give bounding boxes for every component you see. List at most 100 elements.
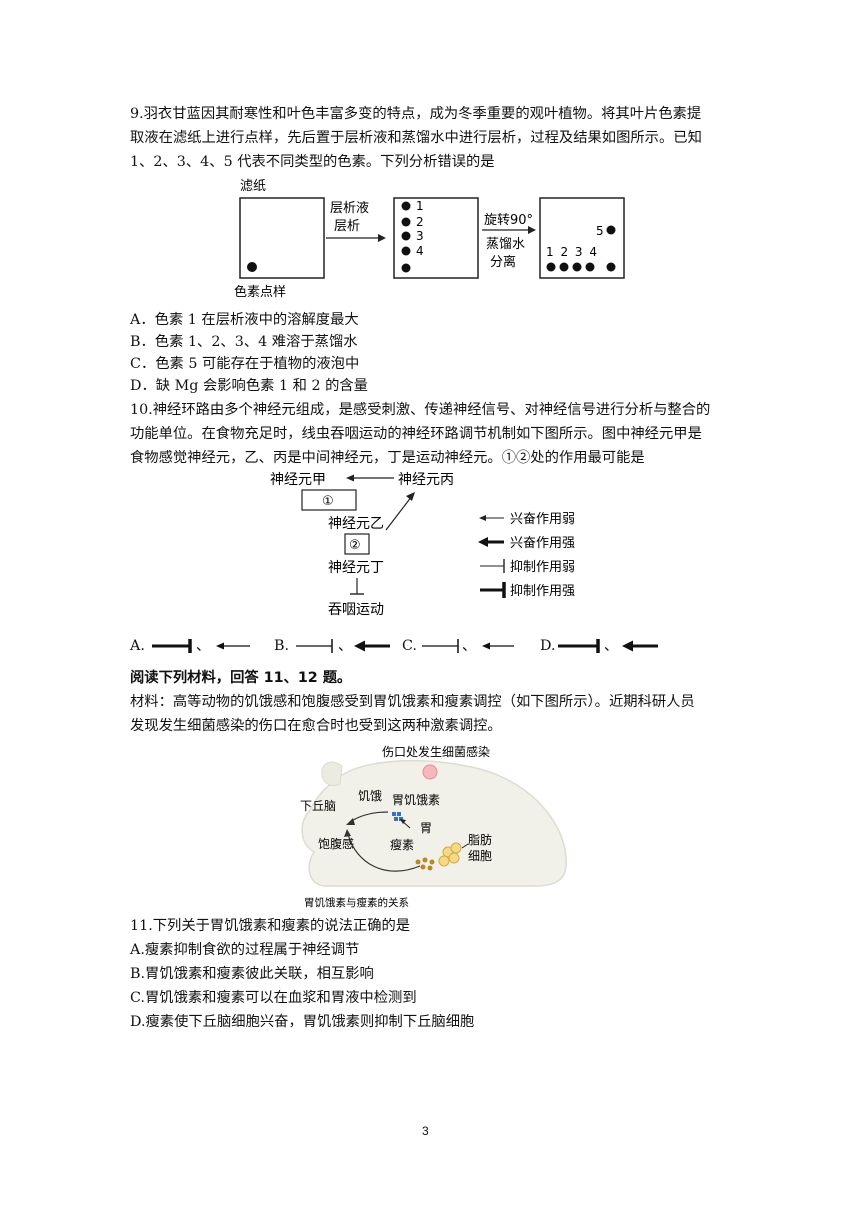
q10-line-3: 食物感觉神经元，乙、丙是中间神经元，丁是运动神经元。①②处的作用最可能是 <box>130 450 645 466</box>
q10-option-d-sep: 、 <box>604 638 619 654</box>
legend-weak-excite-label: 兴奋作用弱 <box>510 512 575 527</box>
band-4 <box>401 246 411 256</box>
band-3-label: 3 <box>416 229 424 243</box>
box-2-label: ② <box>349 538 361 553</box>
bottom-spot-5 <box>606 262 616 272</box>
stomach-label: 胃 <box>420 821 432 835</box>
neuron-a-label: 神经元甲 <box>270 472 326 488</box>
filter-paper-1 <box>239 197 325 279</box>
b-to-c-arrowhead <box>406 492 415 501</box>
q11-option-d[interactable]: D.瘦素使下丘脑细胞兴奋，胃饥饿素则抑制下丘脑细胞 <box>130 1014 475 1030</box>
infection-label: 伤口处发生细菌感染 <box>382 744 490 759</box>
reading-line-1: 材料：高等动物的饥饿感和饱腹感受到胃饥饿素和瘦素调控（如下图所示）。近期科研人员 <box>130 694 695 710</box>
hypothalamus-label: 下丘脑 <box>300 799 336 813</box>
reading-title: 阅读下列材料，回答 11、12 题。 <box>130 670 352 686</box>
step2-label-1: 旋转90° <box>484 213 533 228</box>
hunger-label: 饥饿 <box>358 789 382 803</box>
q9-line-2: 取液在滤纸上进行点样，先后置于层析液和蒸馏水中进行层析，过程及结果如图所示。已知 <box>130 130 702 146</box>
hunger-arrowhead <box>346 818 355 825</box>
box-1 <box>301 489 357 511</box>
q11-option-c[interactable]: C.胃饥饿素和瘦素可以在血浆和胃液中检测到 <box>130 990 417 1006</box>
q9-option-d[interactable]: D．缺 Mg 会影响色素 1 和 2 的含量 <box>130 378 368 394</box>
satiety-label: 饱腹感 <box>318 836 354 851</box>
band-1-label: 1 <box>416 199 424 213</box>
band-2 <box>401 217 411 227</box>
legend-weak-excite-head <box>479 515 486 521</box>
infection-dot <box>422 764 438 780</box>
band-2-label: 2 <box>416 215 424 229</box>
neuron-b-label: 神经元乙 <box>328 516 384 532</box>
band-4-label: 4 <box>416 244 424 258</box>
q9-line-1: 9.羽衣甘蓝因其耐寒性和叶色丰富多变的特点，成为冬季重要的观叶植物。将其叶片色素… <box>130 106 702 122</box>
ghrelin-label: 胃饥饿素 <box>392 793 440 807</box>
spot-origin <box>247 262 257 272</box>
band-1 <box>401 201 411 211</box>
step1-arrowhead <box>378 234 386 242</box>
neuron-c-label: 神经元丙 <box>398 472 454 488</box>
leptin-label: 瘦素 <box>390 837 414 852</box>
q10-option-a-sep: 、 <box>196 638 211 654</box>
mouse-ear <box>321 761 343 787</box>
fat-cell-label-1: 脂肪 <box>468 832 492 847</box>
c-to-a-arrowhead <box>346 474 354 482</box>
q10-option-c-sep: 、 <box>462 638 477 654</box>
spot-label: 色素点样 <box>234 284 286 300</box>
page-number: 3 <box>422 1124 429 1138</box>
q10-option-a-label[interactable]: A. <box>130 638 145 654</box>
q10-option-c-symbols <box>422 639 514 653</box>
ghrelin-molecule <box>392 812 396 816</box>
leptin-arrowhead <box>344 829 351 837</box>
q10-option-d-symbols <box>558 639 658 653</box>
q10-option-a-symbols <box>152 639 250 653</box>
leptin-molecule <box>415 859 421 865</box>
q11-option-a[interactable]: A.瘦素抑制食欲的过程属于神经调节 <box>130 942 360 958</box>
pigment-5-label: 5 <box>596 224 604 238</box>
leptin-arrow <box>347 833 421 872</box>
bottom-spot-3 <box>572 262 582 272</box>
q9-option-a[interactable]: A．色素 1 在层析液中的溶解度最大 <box>130 312 359 328</box>
mouse-silhouette <box>301 759 567 887</box>
q9-option-b[interactable]: B．色素 1、2、3、4 难溶于蒸馏水 <box>130 334 358 350</box>
band-3 <box>401 231 411 241</box>
q11-option-b[interactable]: B.胃饥饿素和瘦素彼此关联，相互影响 <box>130 966 374 982</box>
legend-strong-inhibit-label: 抑制作用强 <box>510 584 575 599</box>
bottom-spot-4 <box>585 262 595 272</box>
pigment-5-spot <box>606 225 616 235</box>
q11-stem: 11.下列关于胃饥饿素和瘦素的说法正确的是 <box>130 918 411 934</box>
figure-caption: 胃饥饿素与瘦素的关系 <box>304 896 409 909</box>
q10-option-b-label[interactable]: B. <box>274 638 290 654</box>
q9-line-3: 1、2、3、4、5 代表不同类型的色素。下列分析错误的是 <box>130 154 495 170</box>
filter-paper-3 <box>539 197 625 279</box>
legend-strong-excite-head <box>478 537 488 547</box>
bottom-spot-2 <box>559 262 569 272</box>
q10-option-b-symbols <box>296 639 390 653</box>
step2-arrowhead <box>528 226 536 234</box>
step1-label-2: 层析 <box>334 219 360 234</box>
q10-line-1: 10.神经环路由多个神经元组成，是感受刺激、传递神经信号、对神经信号进行分析与整… <box>130 402 711 418</box>
neuron-d-label: 神经元丁 <box>328 560 384 576</box>
hormone-figure: 伤口处发生细菌感染 下丘脑 饥饿 胃饥饿素 胃 饱腹感 瘦素 脂肪 细胞 胃饥饿… <box>300 744 567 909</box>
step2-label-2: 蒸馏水 <box>486 237 525 252</box>
reading-line-2: 发现发生细菌感染的伤口在愈合时也受到这两种激素调控。 <box>130 718 502 734</box>
chromatography-figure: 滤纸 色素点样 层析液 层析 1 2 3 4 旋转90° 蒸馏水 分离 5 1 … <box>234 179 625 300</box>
q10-option-d-label[interactable]: D. <box>540 638 556 654</box>
legend-weak-inhibit-label: 抑制作用弱 <box>510 560 575 575</box>
band-5 <box>401 263 411 273</box>
bottom-spot-1 <box>546 262 556 272</box>
q9-option-c[interactable]: C．色素 5 可能存在于植物的液泡中 <box>130 356 360 372</box>
q10-option-c-label[interactable]: C. <box>402 638 417 654</box>
q10-option-b-sep: 、 <box>338 638 353 654</box>
box-2 <box>344 533 370 555</box>
bottom-band-labels: 1 2 3 4 <box>546 245 598 259</box>
box-1-label: ① <box>322 494 334 509</box>
step2-label-3: 分离 <box>490 254 516 270</box>
neural-circuit-figure: 神经元甲 神经元丙 ① 神经元乙 ② 神经元丁 吞咽运动 兴奋作用弱 兴奋作用强… <box>270 472 575 618</box>
filter-paper-2 <box>393 197 479 279</box>
legend-strong-excite-label: 兴奋作用强 <box>510 536 575 551</box>
fat-cell-label-2: 细胞 <box>468 849 492 863</box>
filter-paper-label: 滤纸 <box>240 179 266 194</box>
q10-line-2: 功能单位。在食物充足时，线虫吞咽运动的神经环路调节机制如下图所示。图中神经元甲是 <box>130 426 702 442</box>
step1-label-1: 层析液 <box>330 201 369 216</box>
swallow-label: 吞咽运动 <box>328 602 384 618</box>
b-to-c-arrow <box>385 495 413 531</box>
